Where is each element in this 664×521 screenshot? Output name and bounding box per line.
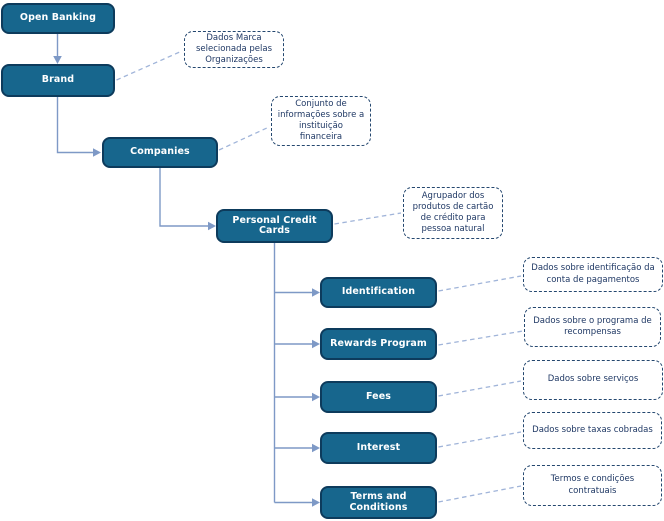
node-fees: Fees (320, 381, 437, 413)
annotation-personal-credit-cards: Agrupador dos produtos de cartão de créd… (403, 187, 503, 239)
node-identification: Identification (320, 277, 437, 308)
connector-branch-rewards-program (274, 339, 320, 349)
connector-open-banking-to-brand (53, 33, 62, 64)
annotation-companies: Conjunto de informações sobre a institui… (271, 96, 371, 146)
node-terms-and-conditions: Terms and Conditions (320, 486, 437, 519)
annotation-brand: Dados Marca selecionada pelas Organizaçõ… (184, 31, 284, 68)
node-brand: Brand (1, 64, 115, 97)
annotation-interest: Dados sobre taxas cobradas (523, 412, 662, 449)
connector-branch-terms-and-conditions (274, 498, 320, 507)
annotation-rewards-program: Dados sobre o programa de recompensas (524, 307, 661, 347)
connector-branch-fees (274, 392, 320, 402)
connector-companies-to-personal-credit-cards (159, 168, 216, 231)
annotation-terms-and-conditions: Termos e condições contratuais (523, 465, 662, 506)
annotation-fees: Dados sobre serviços (523, 360, 663, 400)
node-interest: Interest (320, 432, 437, 464)
node-personal-credit-cards: Personal Credit Cards (216, 209, 333, 243)
annotation-links (116, 50, 524, 503)
connector-branch-interest (274, 443, 320, 453)
annotation-identification: Dados sobre identificação da conta de pa… (523, 257, 663, 292)
connector-brand-to-companies (56, 96, 101, 157)
node-open-banking: Open Banking (1, 3, 115, 34)
node-companies: Companies (102, 137, 218, 168)
node-rewards-program: Rewards Program (320, 328, 437, 360)
connector-branch-identification (274, 288, 320, 297)
